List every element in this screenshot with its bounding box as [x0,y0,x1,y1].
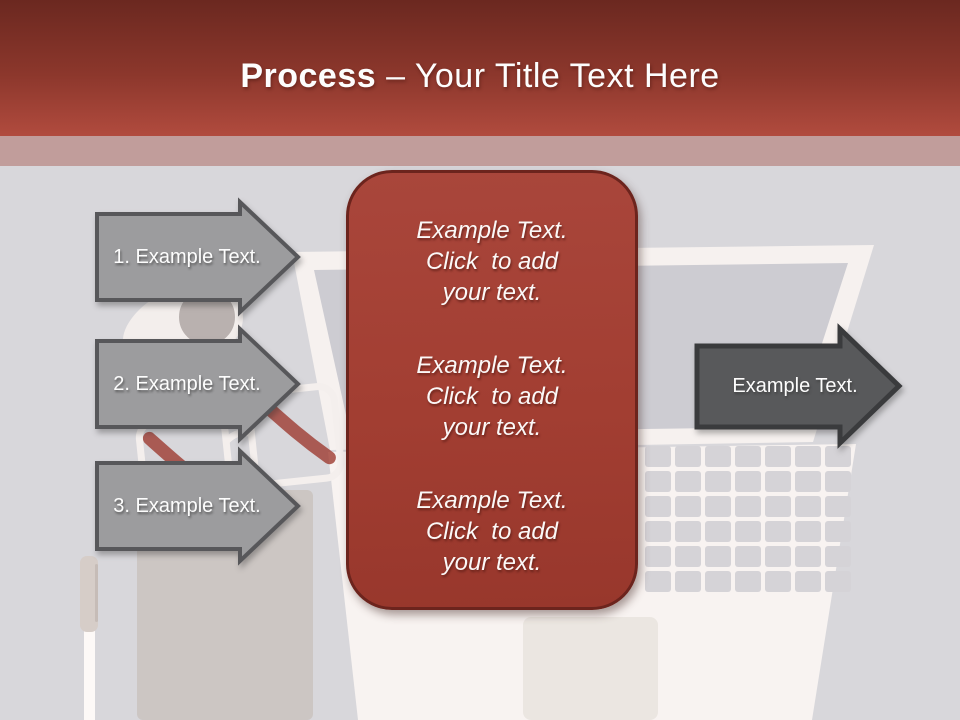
process-text-box[interactable]: Example Text. Click to add your text. Ex… [346,170,638,610]
process-line: your text. [442,414,542,441]
keyboard-key [795,546,821,567]
keyboard-key [735,571,761,592]
keyboard-key [825,521,851,542]
keyboard-key [795,471,821,492]
keyboard-key [825,446,851,467]
process-paragraph: Example Text. Click to add your text. [349,350,635,443]
keyboard-key [705,546,731,567]
keyboard-key [645,496,671,517]
pen-icon [80,556,98,720]
step-arrow-1-label[interactable]: 1. Example Text. [113,246,261,268]
step-arrow-3-label[interactable]: 3. Example Text. [113,495,261,517]
slide-title[interactable]: Process – Your Title Text Here [0,52,960,100]
keyboard-key [825,546,851,567]
process-line: your text. [442,279,542,306]
keyboard-key [735,471,761,492]
keyboard-key [765,496,791,517]
keyboard-key [705,571,731,592]
keyboard-key [825,496,851,517]
process-line: Click to add [425,518,559,545]
keyboard-key [705,446,731,467]
keyboard-key [705,471,731,492]
accent-band [0,136,960,166]
keyboard-key [795,496,821,517]
keyboard-key [795,571,821,592]
keyboard-key [765,446,791,467]
keyboard-key [735,496,761,517]
keyboard-key [645,546,671,567]
keyboard-key [735,521,761,542]
keyboard-key [735,546,761,567]
process-line: Example Text. [416,217,568,244]
keyboard-key [795,446,821,467]
keyboard-key [825,471,851,492]
keyboard-key [705,496,731,517]
process-line: Example Text. [416,487,568,514]
keyboard-key [765,521,791,542]
touchpad [523,617,658,720]
keyboard-key [645,521,671,542]
keyboard-key [645,571,671,592]
step-arrow-2[interactable] [95,324,301,444]
keyboard-key [675,546,701,567]
process-line: Click to add [425,248,559,275]
keyboard-keys [645,446,851,592]
slide-title-bold: Process [240,57,377,95]
keyboard-key [765,471,791,492]
process-paragraph: Example Text. Click to add your text. [349,485,635,578]
keyboard-key [735,446,761,467]
title-bar [0,0,960,136]
step-arrow-3[interactable] [95,446,301,566]
keyboard-key [705,521,731,542]
process-paragraph: Example Text. Click to add your text. [349,215,635,308]
output-arrow-label[interactable]: Example Text. [732,375,858,397]
keyboard-key [645,446,671,467]
keyboard-key [675,446,701,467]
keyboard-key [675,496,701,517]
process-line: your text. [442,549,542,576]
output-arrow[interactable] [694,323,903,449]
step-arrow-2-label[interactable]: 2. Example Text. [113,373,261,395]
process-line: Click to add [425,383,559,410]
slide-title-rest: – Your Title Text Here [376,57,720,95]
keyboard-key [675,571,701,592]
keyboard-key [795,521,821,542]
keyboard-key [645,471,671,492]
process-line: Example Text. [416,352,568,379]
keyboard-key [765,571,791,592]
step-arrow-1[interactable] [95,197,301,317]
keyboard-key [675,471,701,492]
keyboard-key [825,571,851,592]
keyboard-key [675,521,701,542]
keyboard-key [765,546,791,567]
